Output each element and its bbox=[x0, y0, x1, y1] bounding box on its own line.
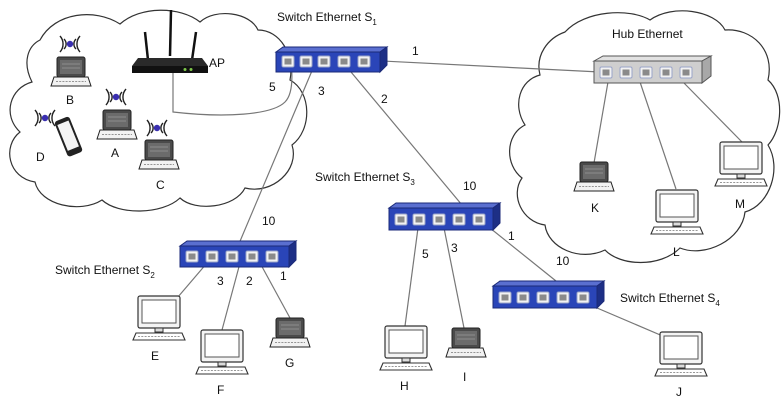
pc-h bbox=[379, 325, 433, 371]
switch-s1 bbox=[274, 46, 389, 74]
port-s1-ap: 5 bbox=[269, 80, 276, 94]
hub bbox=[592, 55, 713, 85]
node-h-label: H bbox=[400, 379, 409, 393]
link-hub-m bbox=[682, 81, 743, 143]
port-s1-s3: 2 bbox=[381, 92, 388, 106]
laptop-i bbox=[445, 327, 487, 358]
access-point bbox=[132, 9, 208, 73]
port-s2-g: 1 bbox=[280, 269, 287, 283]
laptop-k bbox=[573, 161, 615, 192]
port-s1-s2: 3 bbox=[318, 84, 325, 98]
port-s3-i: 3 bbox=[451, 241, 458, 255]
switch-s3-label: Switch Ethernet S3 bbox=[315, 170, 415, 187]
node-a-label: A bbox=[111, 146, 119, 160]
node-i-label: I bbox=[463, 370, 466, 384]
link-s1-s3 bbox=[345, 65, 463, 206]
links bbox=[159, 59, 743, 341]
link-hub-l bbox=[639, 81, 677, 190]
node-c-label: C bbox=[156, 178, 165, 192]
pc-e bbox=[132, 295, 186, 341]
pc-m bbox=[714, 141, 768, 187]
phone-d bbox=[34, 109, 83, 157]
node-m-label: M bbox=[735, 197, 745, 211]
link-s3-i bbox=[443, 227, 465, 329]
switch-s4 bbox=[491, 280, 606, 310]
node-e-label: E bbox=[151, 349, 159, 363]
port-s2-f: 2 bbox=[246, 274, 253, 288]
laptop-g bbox=[269, 317, 311, 348]
ap-label: AP bbox=[209, 56, 225, 70]
port-s1-hub: 1 bbox=[412, 44, 419, 58]
node-d-label: D bbox=[36, 150, 45, 164]
port-s3-h: 5 bbox=[422, 247, 429, 261]
pc-l bbox=[650, 189, 704, 235]
switch-s2 bbox=[178, 240, 298, 269]
switch-s4-label: Switch Ethernet S4 bbox=[620, 291, 720, 308]
port-s2-up: 10 bbox=[262, 214, 276, 228]
node-b-label: B bbox=[66, 93, 74, 107]
port-s2-e: 3 bbox=[217, 274, 224, 288]
link-s3-h bbox=[404, 227, 419, 327]
link-s1-hub bbox=[361, 59, 601, 73]
port-s3-up: 10 bbox=[463, 179, 477, 193]
link-hub-k bbox=[593, 81, 609, 164]
pc-j bbox=[654, 331, 708, 377]
node-j-label: J bbox=[676, 385, 682, 397]
node-k-label: K bbox=[591, 201, 599, 215]
node-l-label: L bbox=[673, 245, 680, 259]
hub-cloud bbox=[509, 10, 781, 264]
node-f-label: F bbox=[217, 383, 224, 397]
link-ap-s1 bbox=[172, 61, 293, 116]
port-s4-up: 10 bbox=[556, 254, 570, 268]
link-s2-g bbox=[259, 262, 291, 319]
switch-s1-label: Switch Ethernet S1 bbox=[277, 10, 377, 27]
link-s2-f bbox=[221, 262, 241, 331]
node-g-label: G bbox=[285, 356, 294, 370]
link-s1-s2 bbox=[237, 65, 315, 247]
hub-label: Hub Ethernet bbox=[612, 27, 683, 41]
port-s3-s4: 1 bbox=[508, 229, 515, 243]
pc-f bbox=[195, 329, 249, 375]
switch-s3 bbox=[387, 202, 502, 232]
switch-s2-label: Switch Ethernet S2 bbox=[55, 263, 155, 280]
